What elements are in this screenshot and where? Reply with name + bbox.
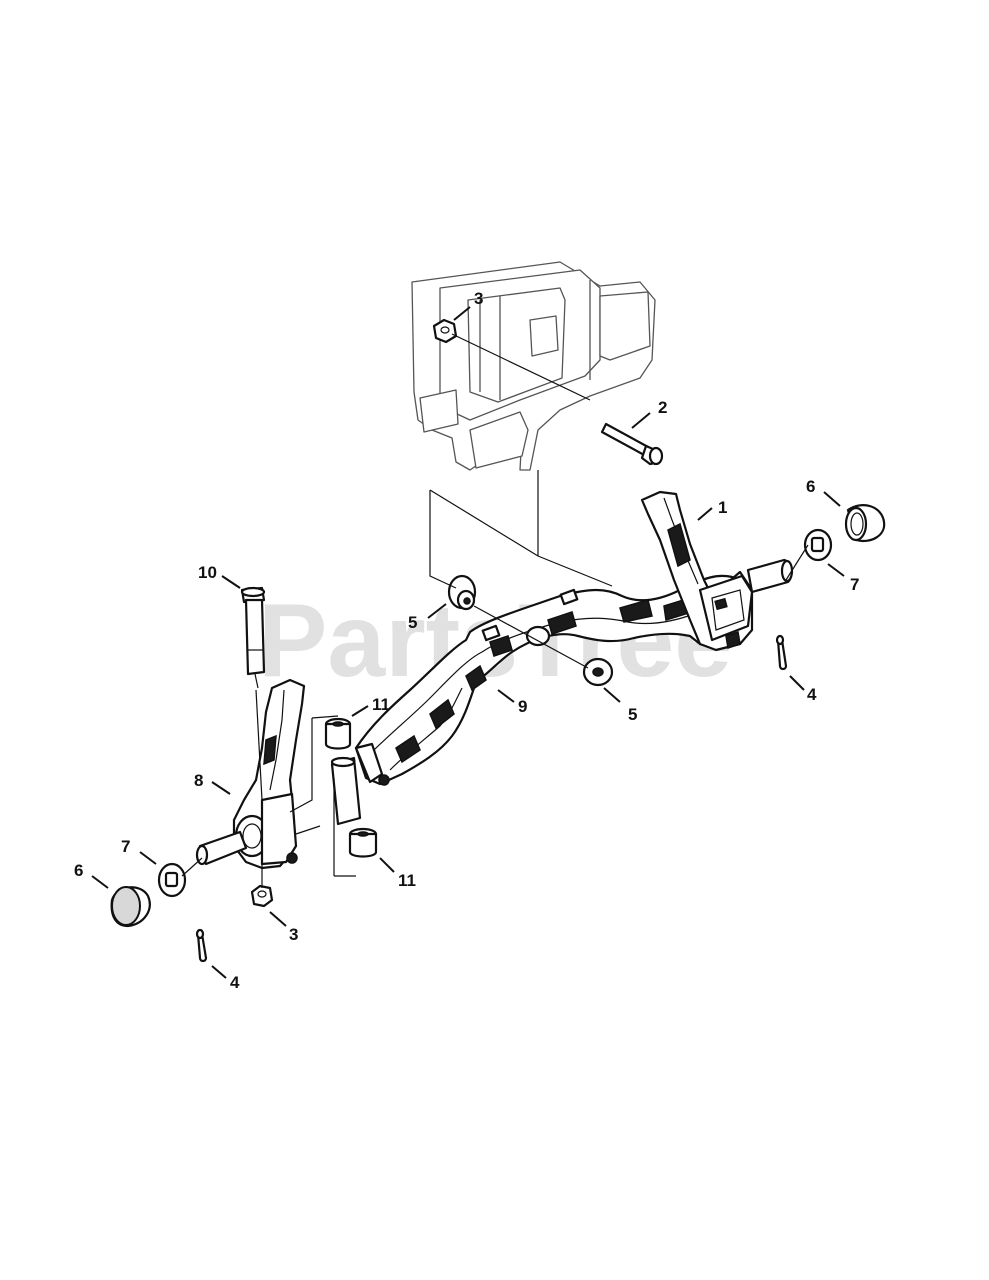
nut-3-bottom [250, 884, 274, 908]
callout-5-bottom: 5 [628, 705, 637, 724]
washer-5-bottom [582, 657, 614, 687]
callout-5-top: 5 [408, 613, 417, 632]
callout-6-right: 6 [806, 477, 815, 496]
hub-cap-6-left [110, 886, 151, 928]
bolt-2 [600, 422, 664, 466]
bushing-11-bottom [348, 827, 378, 858]
callout-8: 8 [194, 771, 203, 790]
washer-5-top [447, 574, 477, 611]
callout-3-top: 3 [474, 289, 483, 308]
frame-bracket [411, 261, 656, 471]
callout-1: 1 [718, 498, 727, 517]
callout-11-bottom: 11 [398, 871, 416, 890]
callout-labels: 1 2 3 3 4 4 5 5 6 6 7 7 8 9 10 11 11 [74, 289, 859, 992]
left-spindle [195, 678, 306, 870]
bolt-10 [240, 586, 266, 689]
callout-7-left: 7 [121, 837, 130, 856]
callout-9: 9 [518, 697, 527, 716]
bushing-11-top [324, 717, 352, 750]
callout-leaders [91, 306, 845, 979]
assembly-lines [181, 333, 809, 888]
cotter-pin-4-left [195, 928, 208, 963]
hub-cap-6-right [844, 504, 886, 543]
callout-6-left: 6 [74, 861, 83, 880]
callout-3-bottom: 3 [289, 925, 298, 944]
right-spindle [640, 490, 794, 652]
callout-4-right: 4 [807, 685, 817, 704]
callout-11-top: 11 [372, 695, 390, 714]
callout-7-right: 7 [850, 575, 859, 594]
sleeve-11 [330, 756, 362, 826]
callout-10: 10 [198, 563, 217, 582]
washer-7-right [803, 528, 833, 562]
callout-4-left: 4 [230, 973, 240, 992]
cotter-pin-4-right [775, 634, 788, 671]
washer-7-left [157, 862, 187, 898]
nut-3-top [432, 318, 458, 344]
callout-2: 2 [658, 398, 667, 417]
